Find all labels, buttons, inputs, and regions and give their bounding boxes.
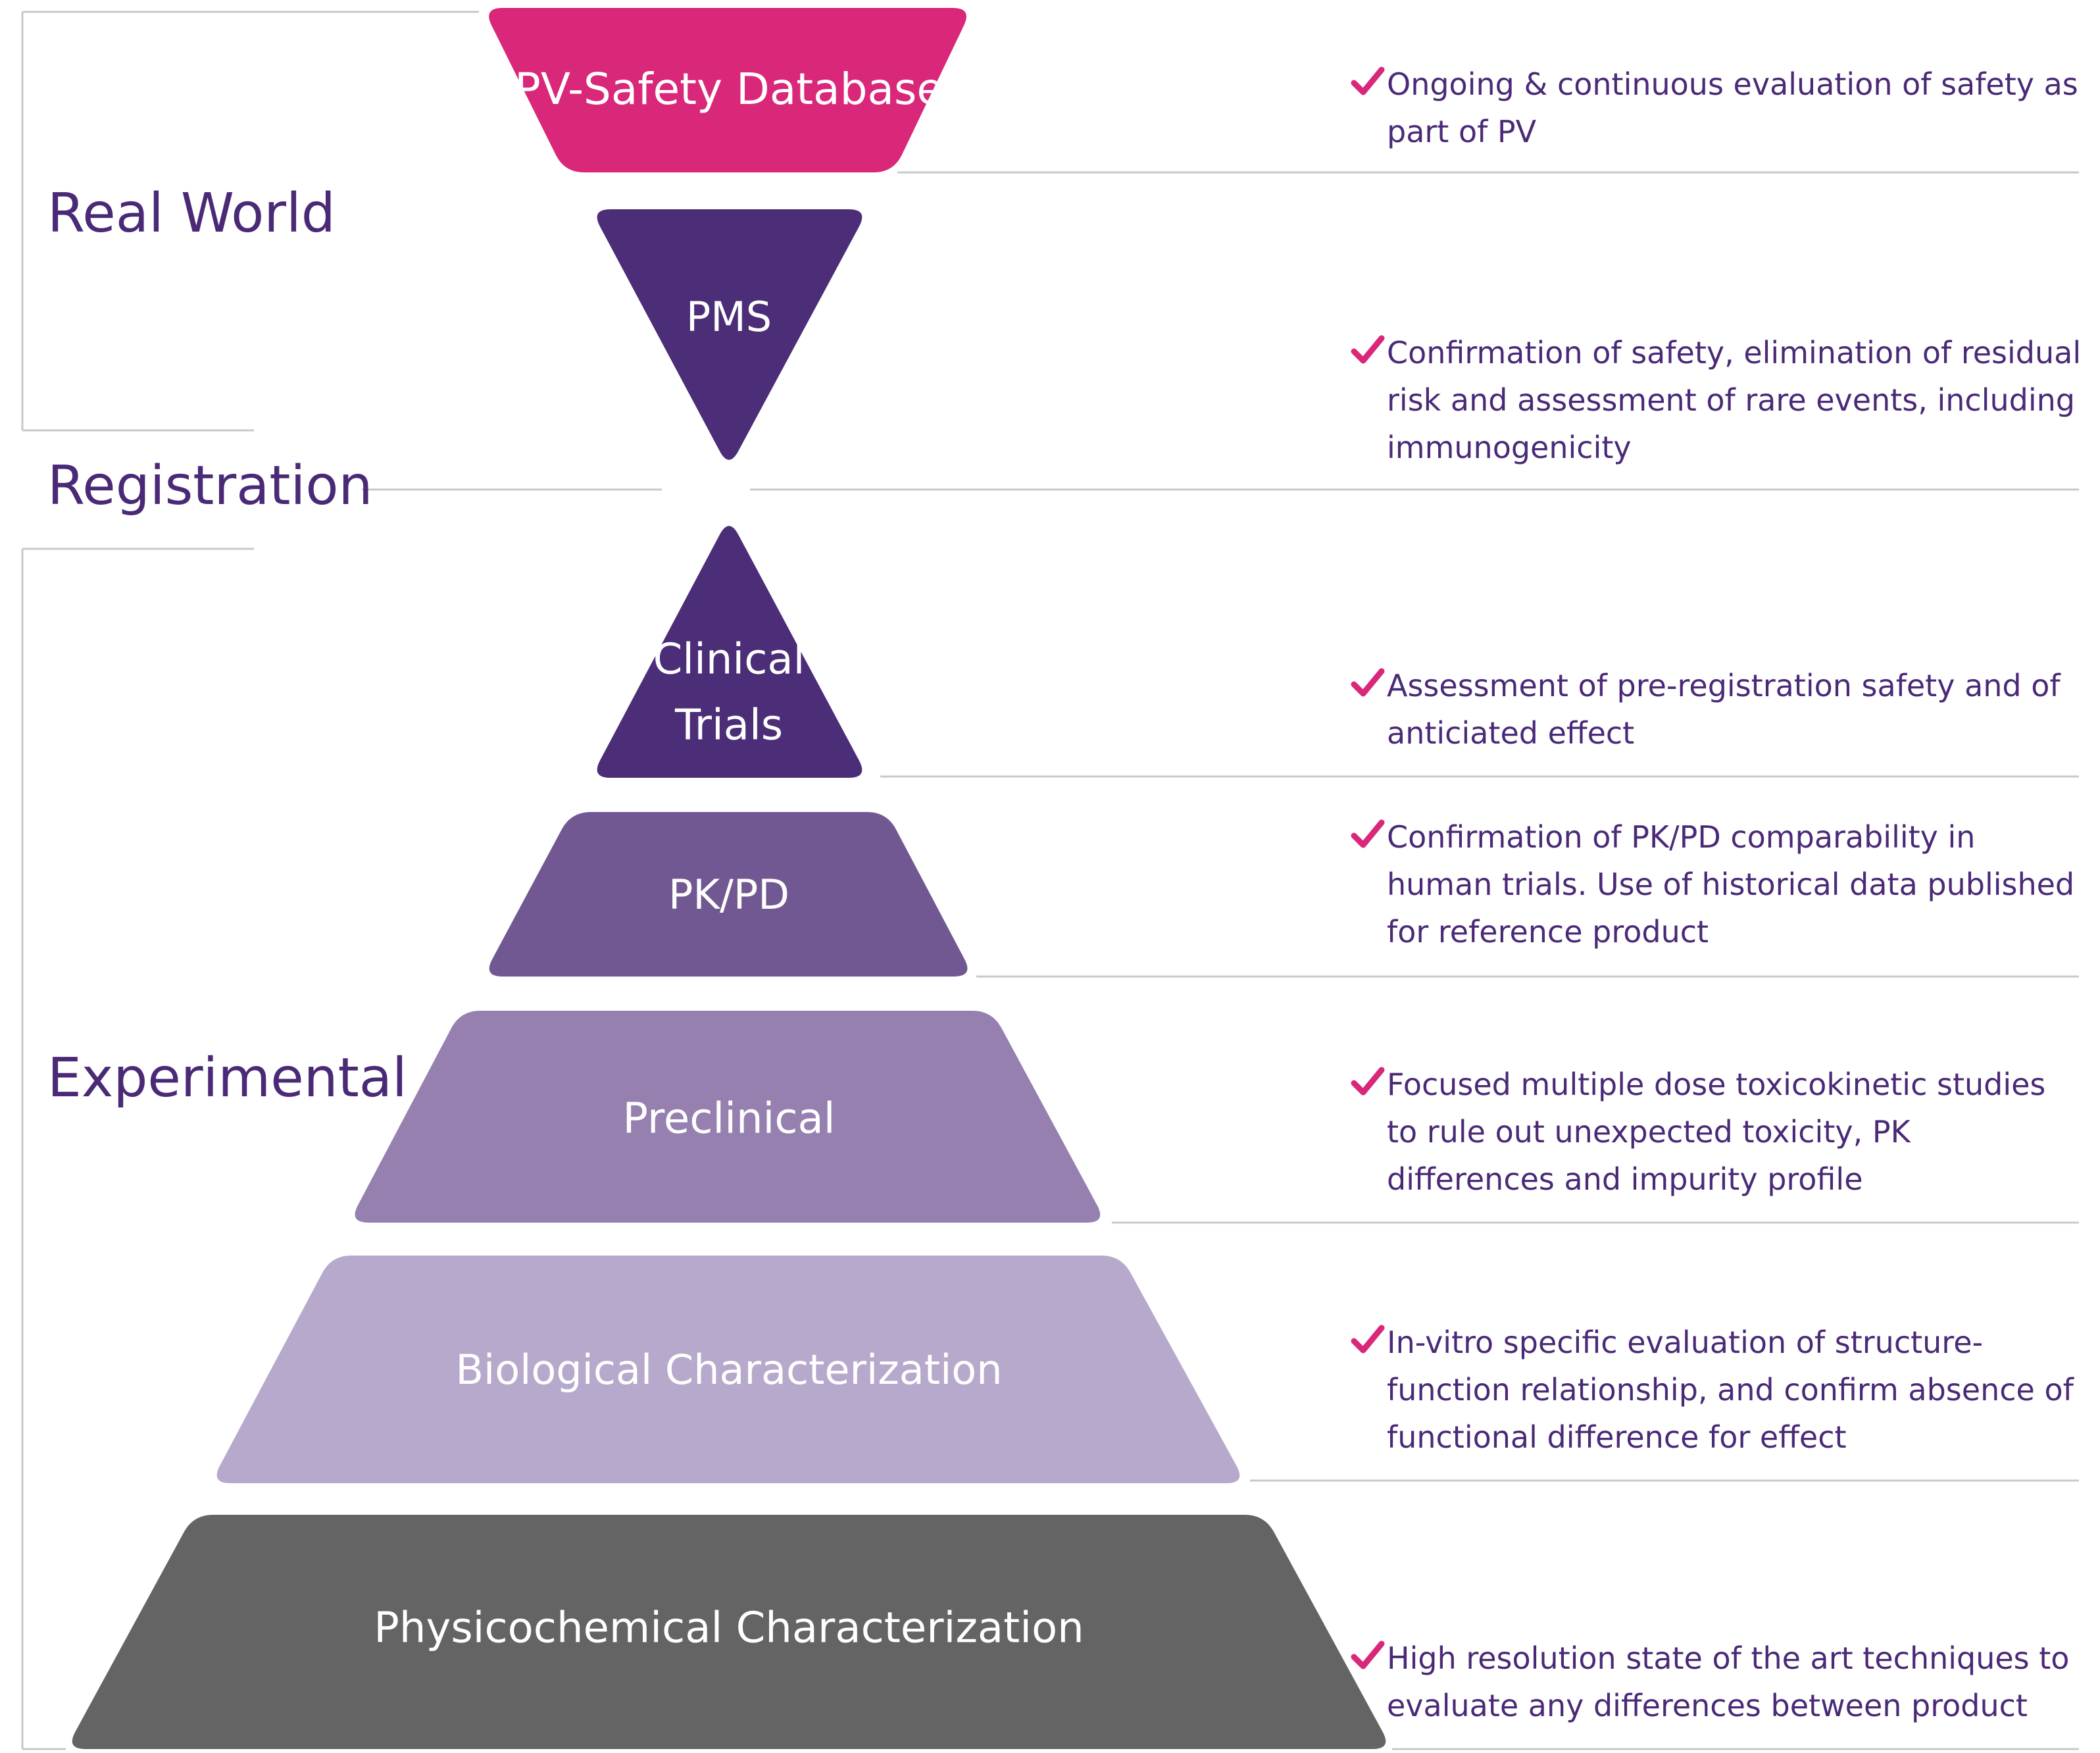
description-pms: Confirmation of safety, elimination of r… [1387, 335, 2082, 465]
divider-lines [21, 11, 2079, 1750]
tier-preclinical: Preclinical [355, 1011, 1101, 1223]
tier-biological: Biological Characterization [216, 1256, 1240, 1483]
description-clinical: Assessment of pre-registration safety an… [1387, 668, 2061, 751]
tier-shape-pms [597, 209, 863, 460]
tier-label-clinical: Clinical [653, 636, 805, 684]
tier-pkpd: PK/PD [489, 812, 968, 977]
group-label-real-world: Real World [47, 182, 336, 245]
tier-shape-pkpd [489, 812, 968, 977]
tier-physicochemical: Physicochemical Characterization [72, 1515, 1386, 1749]
tier-shape-physicochemical [72, 1515, 1386, 1749]
tier-label-pkpd: PK/PD [668, 871, 789, 919]
description-preclinical: Focused multiple dose toxicokinetic stud… [1387, 1067, 2046, 1197]
group-label-experimental: Experimental [47, 1047, 407, 1109]
check-icon [1349, 1063, 1388, 1103]
check-icon [1349, 63, 1388, 103]
group-label-registration: Registration [47, 455, 373, 517]
tier-shape-biological [216, 1256, 1240, 1483]
tier-label-pms: PMS [686, 293, 772, 341]
check-icon [1349, 1321, 1388, 1361]
check-icon [1349, 332, 1388, 371]
tier-pv: PV-Safety Database [489, 8, 966, 172]
description-biological: In-vitro specific evaluation of structur… [1387, 1325, 2074, 1455]
tier-label-clinical: Trials [674, 701, 783, 750]
tier-label-physicochemical: Physicochemical Characterization [374, 1604, 1084, 1653]
tier-label-biological: Biological Characterization [455, 1346, 1002, 1394]
tier-shape-pv [489, 8, 966, 172]
check-icon [1349, 816, 1388, 855]
tier-pms: PMS [597, 209, 863, 460]
description-pv: Ongoing & continuous evaluation of safet… [1387, 66, 2078, 149]
tier-shape-preclinical [355, 1011, 1101, 1223]
tier-label-preclinical: Preclinical [622, 1095, 835, 1144]
check-icon [1349, 665, 1388, 704]
check-icon [1349, 1637, 1388, 1677]
description-pkpd: Confirmation of PK/PD comparability in h… [1387, 819, 2075, 950]
tier-shape-clinical [597, 526, 863, 778]
description-physicochemical: High resolution state of the art techniq… [1387, 1640, 2070, 1723]
tier-label-pv: PV-Safety Database [514, 64, 943, 114]
